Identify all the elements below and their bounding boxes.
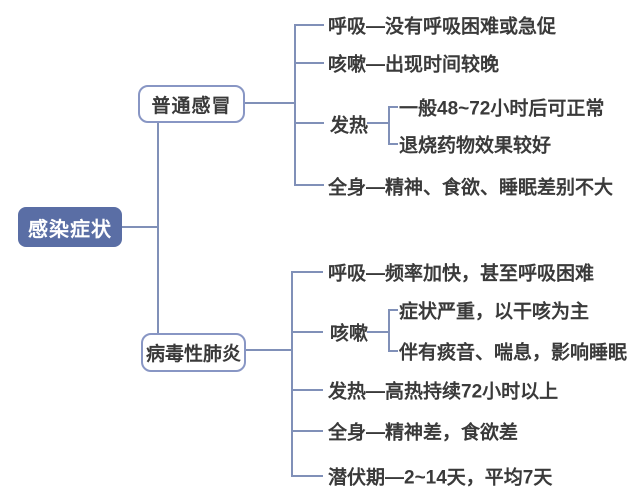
- leaf-cold-fever-medication: 退烧药物效果较好: [399, 135, 552, 157]
- leaf-pneumonia-breathing: 呼吸—频率加快，甚至呼吸困难: [328, 263, 595, 285]
- leaf-cold-systemic: 全身—精神、食欲、睡眠差别不大: [328, 177, 614, 199]
- connector-cold-fever-bracket-dash: [367, 122, 389, 124]
- node-viral-pneumonia: 病毒性肺炎: [141, 333, 246, 372]
- connector-cold-fever-sub2: [388, 143, 398, 145]
- connector-pneumonia-breathing: [291, 271, 323, 273]
- leaf-cold-cough: 咳嗽—出现时间较晚: [328, 54, 500, 76]
- connector-cold-box: [245, 102, 295, 104]
- connector-pneumonia-cough-bracket-dash: [367, 331, 389, 333]
- node-viral-pneumonia-label: 病毒性肺炎: [145, 344, 241, 365]
- leaf-cold-fever-recovery: 一般48~72小时后可正常: [399, 98, 605, 120]
- connector-cold-spine: [294, 24, 296, 186]
- leaf-pneumonia-cough-severe: 症状严重，以干咳为主: [399, 301, 590, 323]
- connector-pneumonia-incubation: [291, 475, 323, 477]
- connector-pneumonia-spine: [291, 271, 293, 477]
- connector-cold-cough: [294, 62, 324, 64]
- connector-root-to-trunk: [122, 226, 158, 228]
- connector-pneumonia-cough-bracket: [388, 309, 390, 352]
- root-node-label: 感染症状: [28, 218, 112, 241]
- leaf-pneumonia-systemic: 全身—精神差，食欲差: [328, 422, 519, 444]
- connector-cold-fever: [294, 122, 324, 124]
- connector-trunk-vertical: [157, 123, 159, 333]
- leaf-cold-breathing: 呼吸—没有呼吸困难或急促: [328, 16, 557, 38]
- label-pneumonia-cough: 咳嗽: [330, 323, 369, 345]
- root-node: 感染症状: [18, 207, 122, 247]
- node-common-cold: 普通感冒: [138, 85, 245, 123]
- connector-pneumonia-box: [246, 349, 292, 351]
- connector-pneumonia-cough-sub2: [388, 350, 398, 352]
- connector-pneumonia-cough: [291, 331, 323, 333]
- connector-cold-breathing: [294, 24, 324, 26]
- connector-pneumonia-fever: [291, 389, 323, 391]
- connector-cold-fever-sub1: [388, 106, 398, 108]
- leaf-pneumonia-cough-sleep: 伴有痰音、喘息，影响睡眠: [399, 342, 628, 364]
- leaf-pneumonia-incubation: 潜伏期—2~14天，平均7天: [328, 467, 553, 489]
- label-cold-fever: 发热: [330, 115, 369, 137]
- connector-pneumonia-cough-sub1: [388, 309, 398, 311]
- connector-cold-systemic: [294, 184, 324, 186]
- leaf-pneumonia-fever: 发热—高热持续72小时以上: [328, 381, 559, 403]
- node-common-cold-label: 普通感冒: [151, 95, 232, 117]
- connector-pneumonia-systemic: [291, 430, 323, 432]
- connector-cold-fever-bracket: [388, 106, 390, 145]
